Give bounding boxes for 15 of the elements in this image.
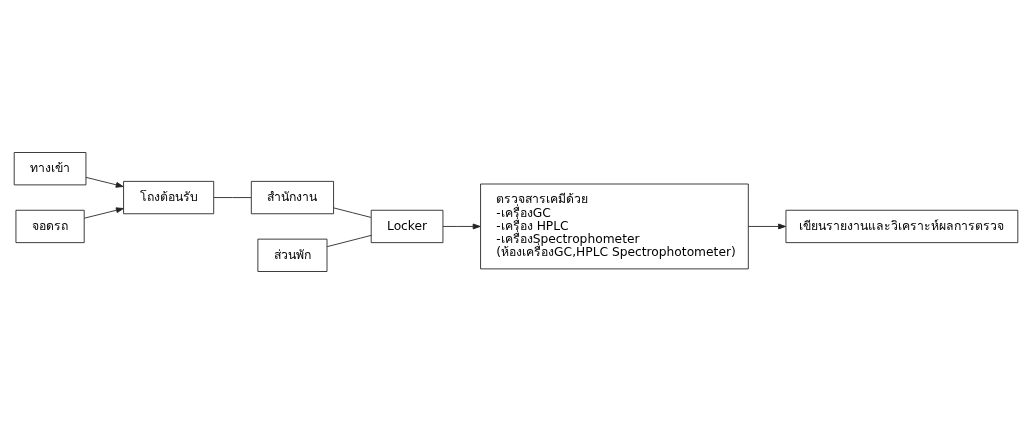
- arrow: [85, 176, 124, 188]
- connector: [333, 206, 372, 218]
- node-box: จอดรถ: [15, 209, 85, 243]
- connector: [326, 234, 372, 247]
- arrow: [84, 206, 124, 219]
- arrow: [442, 223, 481, 229]
- node-box: ทางเข้า: [13, 151, 87, 185]
- node-box: เขียนรายงานและวิเคราะห์ผลการตรวจ: [785, 209, 1019, 243]
- node-box: Locker: [370, 209, 444, 243]
- connector: [213, 196, 252, 198]
- node-box: ตรวจสารเคมีด้วย -เครื่องGC -เครื่อง HPLC -เครื่องSpectrophometer (ห้องเครื่องGC,HPLC Spectrophotometer): [480, 183, 749, 269]
- node-box: ส่วนพัก: [257, 238, 328, 272]
- arrow: [748, 223, 786, 229]
- node-box: สำนักงาน: [250, 180, 334, 214]
- node-box: โถงต้อนรับ: [123, 180, 215, 214]
